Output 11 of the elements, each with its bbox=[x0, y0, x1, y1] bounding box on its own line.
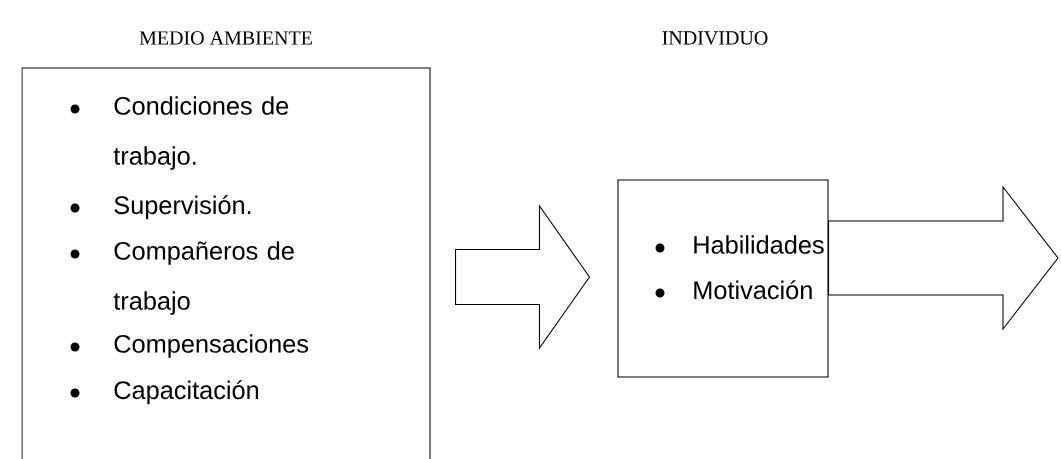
list-item: Capacitación bbox=[114, 380, 259, 405]
list-item: Compañeros de trabajo bbox=[113, 241, 294, 315]
block-arrow bbox=[828, 185, 1059, 331]
list-item: Compensaciones bbox=[114, 334, 309, 358]
list-item: Motivación bbox=[694, 280, 812, 300]
block-arrow bbox=[455, 204, 591, 350]
list-item: Supervisión. bbox=[114, 195, 251, 220]
column-heading: INDIVIDUO bbox=[662, 31, 768, 45]
column-heading: MEDIO AMBIENTE bbox=[139, 31, 312, 45]
list-item: Habilidades bbox=[694, 235, 824, 254]
list-item: Condiciones de trabajo. bbox=[113, 96, 289, 170]
